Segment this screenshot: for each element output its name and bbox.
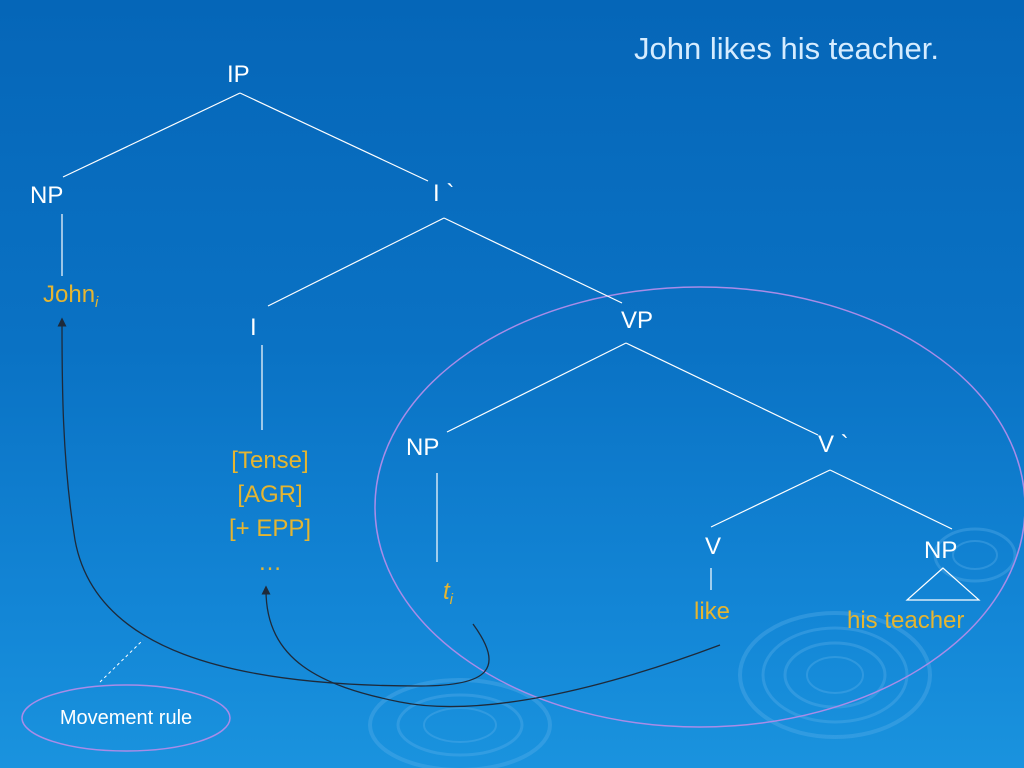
leaf-his-teacher: his teacher xyxy=(847,607,965,634)
movement-label-ellipse xyxy=(21,684,231,752)
leaf-john: Johni xyxy=(43,281,99,311)
np-triangle xyxy=(905,567,981,601)
branch-vbar-np xyxy=(829,469,953,530)
sentence-title: John likes his teacher. xyxy=(634,31,940,66)
movement-rule-label: Movement rule xyxy=(59,707,193,729)
branch-ibar-i xyxy=(267,217,445,307)
feature-ellipsis: … xyxy=(258,549,282,576)
node-v-bar: V ` xyxy=(818,431,849,458)
node-np-subject: NP xyxy=(30,182,64,209)
leaf-john-index: i xyxy=(95,294,99,311)
tree-branches xyxy=(61,92,981,601)
branch-ip-np xyxy=(62,92,241,178)
leaf-john-text: John xyxy=(43,281,96,308)
node-np-spec: NP xyxy=(406,434,440,461)
branch-ip-ibar xyxy=(239,92,429,182)
feature-tense: [Tense] xyxy=(231,447,309,474)
feature-epp: [+ EPP] xyxy=(228,515,312,542)
node-v-head: V xyxy=(705,533,722,560)
branch-ibar-vp xyxy=(443,217,623,304)
ripple-decoration xyxy=(368,527,1017,768)
movement-label-pointer xyxy=(99,639,144,683)
leaf-like: like xyxy=(694,598,731,625)
branch-vp-vbar xyxy=(625,342,819,436)
movement-arrow-like-to-features xyxy=(261,585,721,708)
node-vp: VP xyxy=(621,307,654,334)
feature-list: [Tense] [AGR] [+ EPP] … xyxy=(205,444,335,580)
branch-vp-np xyxy=(446,342,627,433)
node-i-bar: I ` xyxy=(433,180,455,207)
branch-vbar-v xyxy=(710,469,831,528)
node-np-object: NP xyxy=(924,537,958,564)
leaf-trace-index: i xyxy=(449,591,454,608)
node-ip: IP xyxy=(227,61,250,88)
vp-circle xyxy=(374,286,1024,728)
node-i-head: I xyxy=(250,314,257,341)
leaf-trace-text: t xyxy=(443,578,450,605)
leaf-trace: ti xyxy=(443,578,454,608)
feature-agr: [AGR] xyxy=(237,481,303,508)
movement-arrow-trace-to-john xyxy=(57,317,490,687)
